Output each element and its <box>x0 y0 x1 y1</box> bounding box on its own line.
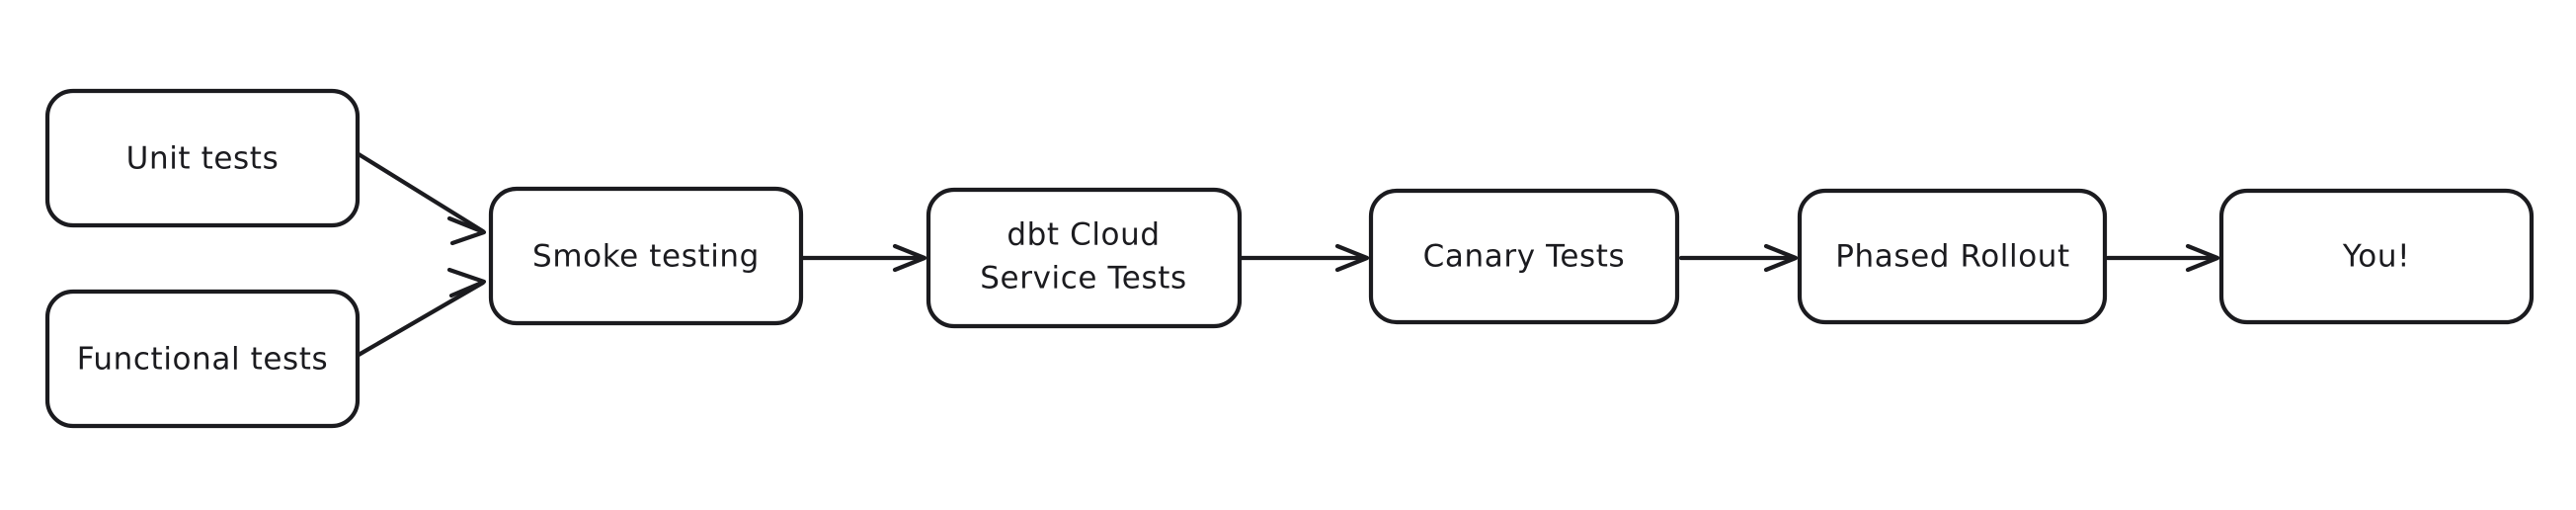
node-unit-tests-label: Unit tests <box>126 141 280 177</box>
node-functional-tests-label: Functional tests <box>77 342 329 378</box>
node-canary-tests-shape[interactable] <box>1368 188 1680 325</box>
edge-canary-tests-to-phased-rollout <box>1678 243 1799 273</box>
node-you-shape[interactable] <box>2218 188 2535 325</box>
node-dbt-cloud-service-tests-label-line1: dbt Cloud <box>1006 217 1160 253</box>
node-dbt-cloud-service-tests-shape[interactable] <box>926 187 1243 329</box>
node-phased-rollout-label: Phased Rollout <box>1835 239 2070 275</box>
edge-functional-tests-to-smoke-testing <box>356 267 487 358</box>
node-phased-rollout[interactable]: Phased Rollout <box>1797 188 2108 325</box>
node-you[interactable]: You! <box>2218 188 2535 325</box>
node-unit-tests-shape[interactable] <box>44 88 361 228</box>
node-functional-tests[interactable]: Functional tests <box>44 289 361 429</box>
edge-smoke-testing-to-dbt-cloud-service-tests <box>799 243 927 273</box>
node-smoke-testing-label: Smoke testing <box>532 239 760 275</box>
node-smoke-testing-shape[interactable] <box>488 186 804 326</box>
node-canary-tests[interactable]: Canary Tests <box>1368 188 1680 325</box>
node-functional-tests-shape[interactable] <box>44 289 361 429</box>
node-canary-tests-label: Canary Tests <box>1423 239 1626 275</box>
node-you-label: You! <box>2342 239 2410 275</box>
node-dbt-cloud-service-tests[interactable]: dbt Cloud Service Tests <box>926 187 1243 329</box>
node-unit-tests[interactable]: Unit tests <box>44 88 361 228</box>
node-dbt-cloud-service-tests-label-line2: Service Tests <box>980 261 1186 297</box>
node-phased-rollout-shape[interactable] <box>1797 188 2108 325</box>
edge-dbt-cloud-service-tests-to-canary-tests <box>1239 243 1370 273</box>
edge-unit-tests-to-smoke-testing <box>356 151 487 246</box>
node-smoke-testing[interactable]: Smoke testing <box>488 186 804 326</box>
edge-phased-rollout-to-you <box>2105 243 2220 273</box>
